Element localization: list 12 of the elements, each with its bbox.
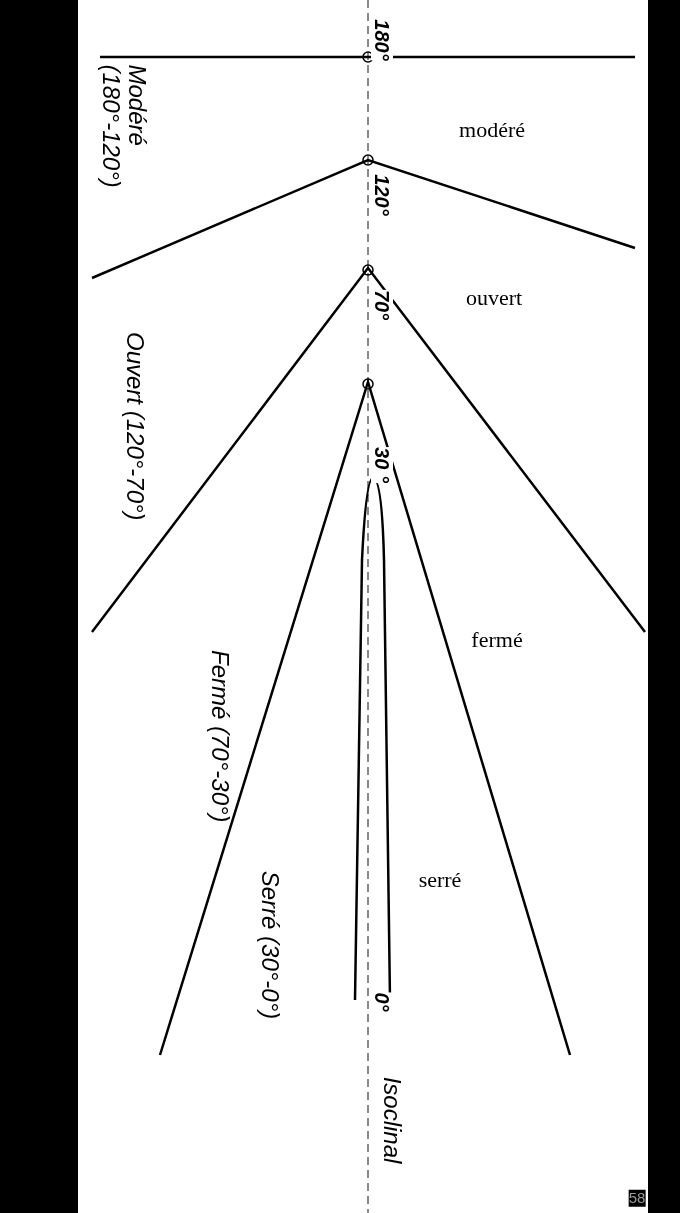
fold-class-label: Fermé (70°-30°) (206, 650, 234, 825)
fold-class-label: Isoclinal (378, 1076, 406, 1164)
fold-type-label: modéré (459, 117, 525, 143)
fold-class-label: Serré (30°-0°) (256, 870, 284, 1020)
fold-type-label: ouvert (465, 285, 523, 311)
fold-class-label: Modéré (180°-120°) (97, 64, 151, 190)
fold-type-label: fermé (471, 627, 523, 653)
angle-label: 30 ° (371, 447, 393, 483)
fold-class-label: Ouvert (120°-70°) (121, 332, 149, 523)
page-number: 58 (628, 1189, 646, 1207)
fold-type-label: serré (418, 867, 462, 893)
angle-label: 180° (371, 19, 393, 61)
